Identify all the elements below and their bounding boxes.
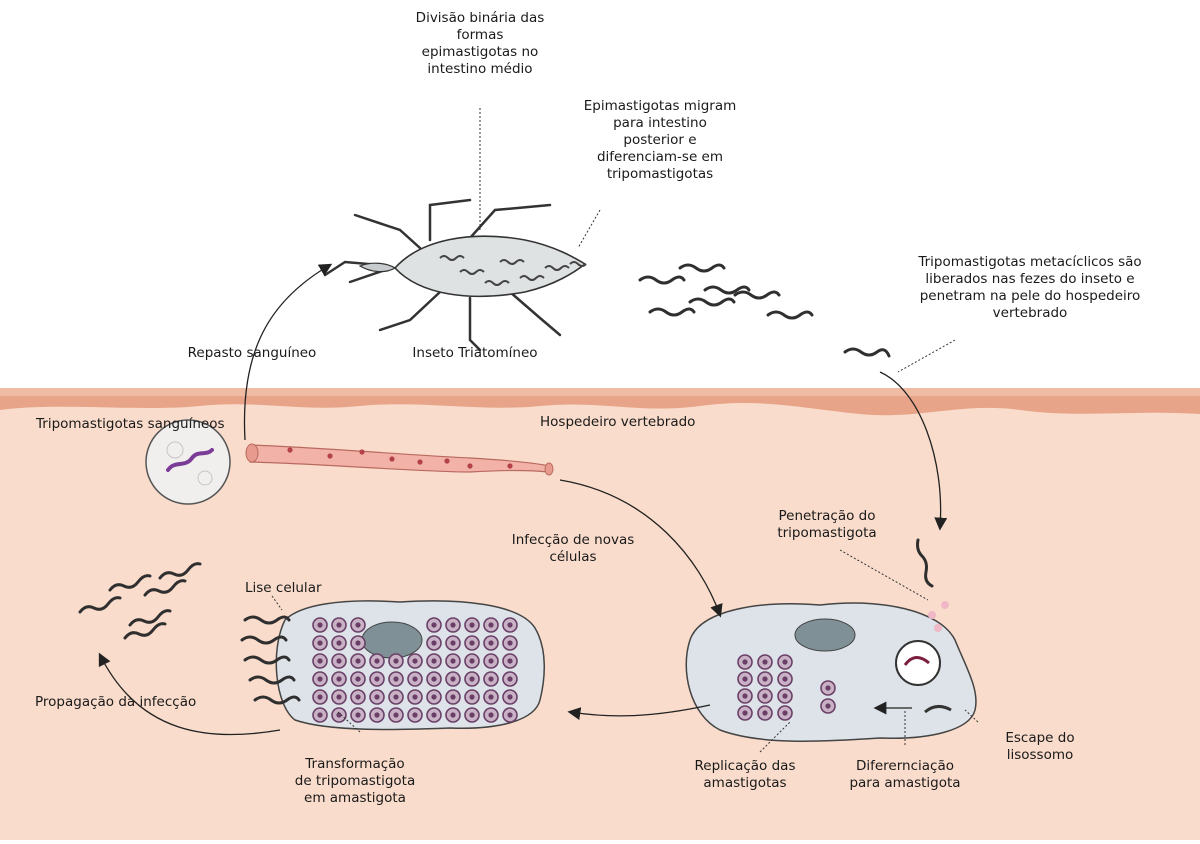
amastigote-nucleus [393,712,398,717]
amastigote-nucleus [507,622,512,627]
amastigote-nucleus [488,622,493,627]
amastigote-nucleus [374,658,379,663]
amastigote-nucleus [507,640,512,645]
amastigote-nucleus [782,693,787,698]
amastigote-nucleus [450,622,455,627]
amastigote-nucleus [317,622,322,627]
amastigote-nucleus [469,676,474,681]
amastigote-nucleus [317,640,322,645]
amastigote-nucleus [355,640,360,645]
label-transformacao: Transformação de tripomastigota em amast… [265,756,445,807]
amastigote-nucleus [469,622,474,627]
amastigote-nucleus [488,658,493,663]
amastigote-nucleus [355,658,360,663]
label-lise-celular: Lise celular [245,580,365,597]
amastigote-nucleus [355,622,360,627]
amastigote-nucleus [469,640,474,645]
amastigote-nucleus [393,676,398,681]
amastigote-nucleus [336,640,341,645]
label-tripomastigotas-metaciclicos: Tripomastigotas metacíclicos são liberad… [880,254,1180,322]
amastigote-nucleus [450,694,455,699]
label-repasto-sanguineo: Repasto sanguíneo [162,345,342,362]
label-epimastigotas-migram: Epimastigotas migram para intestino post… [560,98,760,183]
amastigote-nucleus [782,659,787,664]
amastigote-nucleus [431,640,436,645]
amastigote-nucleus [450,640,455,645]
amastigote-nucleus [762,693,767,698]
amastigote-nucleus [412,658,417,663]
amastigote-nucleus [469,658,474,663]
amastigote-nucleus [742,710,747,715]
label-propagacao-infeccao: Propagação da infecção [35,694,255,711]
amastigote-nucleus [393,694,398,699]
label-escape-lisossomo: Escape do lisossomo [985,730,1095,764]
amastigote-nucleus [742,693,747,698]
label-penetracao-tripomastigota: Penetração do tripomastigota [752,508,902,542]
amastigote-nucleus [431,712,436,717]
amastigote-nucleus [317,658,322,663]
amastigote-nucleus [488,694,493,699]
amastigote-nucleus [355,694,360,699]
amastigote-nucleus [374,694,379,699]
amastigote-nucleus [431,658,436,663]
amastigote-nucleus [393,658,398,663]
amastigote-nucleus [317,694,322,699]
amastigote-nucleus [450,676,455,681]
amastigote-nucleus [431,622,436,627]
amastigote-nucleus [412,676,417,681]
amastigote-nucleus [742,659,747,664]
skin-surface-highlight [0,388,1200,396]
amastigote-nucleus [507,694,512,699]
amastigote-nucleus [762,710,767,715]
triatomine-insect [325,200,586,350]
amastigote-nucleus [431,694,436,699]
label-diferenciacao-amastigota: Diferernciação para amastigota [830,758,980,792]
amastigote-nucleus [507,676,512,681]
amastigote-nucleus [825,703,830,708]
label-replicacao-amastigotas: Replicação das amastigotas [665,758,825,792]
amastigote-nucleus [507,712,512,717]
amastigote-nucleus [762,659,767,664]
amastigote-nucleus [782,710,787,715]
amastigote-nucleus [488,676,493,681]
amastigote-nucleus [317,676,322,681]
amastigote-nucleus [336,622,341,627]
amastigote-nucleus [742,676,747,681]
label-infeccao-novas-celulas: Infecção de novas células [488,532,658,566]
label-hospedeiro-vertebrado: Hospedeiro vertebrado [540,414,760,431]
amastigote-nucleus [488,712,493,717]
amastigote-nucleus [336,694,341,699]
amastigote-nucleus [336,658,341,663]
amastigote-nucleus [507,658,512,663]
amastigote-nucleus [412,712,417,717]
amastigote-nucleus [374,712,379,717]
host-cell-right [686,601,976,741]
amastigote-nucleus [450,712,455,717]
amastigote-nucleus [431,676,436,681]
amastigote-nucleus [355,676,360,681]
amastigote-nucleus [469,694,474,699]
amastigote-nucleus [825,685,830,690]
label-tripomastigotas-sanguineos: Tripomastigotas sanguíneos [36,416,276,433]
amastigote-nucleus [374,676,379,681]
label-divisao-binaria: Divisão binária das formas epimastigotas… [380,10,580,78]
label-inseto-triatomineo: Inseto Triatomíneo [390,345,560,362]
amastigote-nucleus [469,712,474,717]
amastigote-nucleus [355,712,360,717]
amastigote-nucleus [412,694,417,699]
amastigote-nucleus [450,658,455,663]
amastigote-nucleus [336,676,341,681]
amastigote-nucleus [317,712,322,717]
amastigote-nucleus [488,640,493,645]
host-cell-left [242,601,544,730]
amastigote-nucleus [782,676,787,681]
amastigote-nucleus [762,676,767,681]
